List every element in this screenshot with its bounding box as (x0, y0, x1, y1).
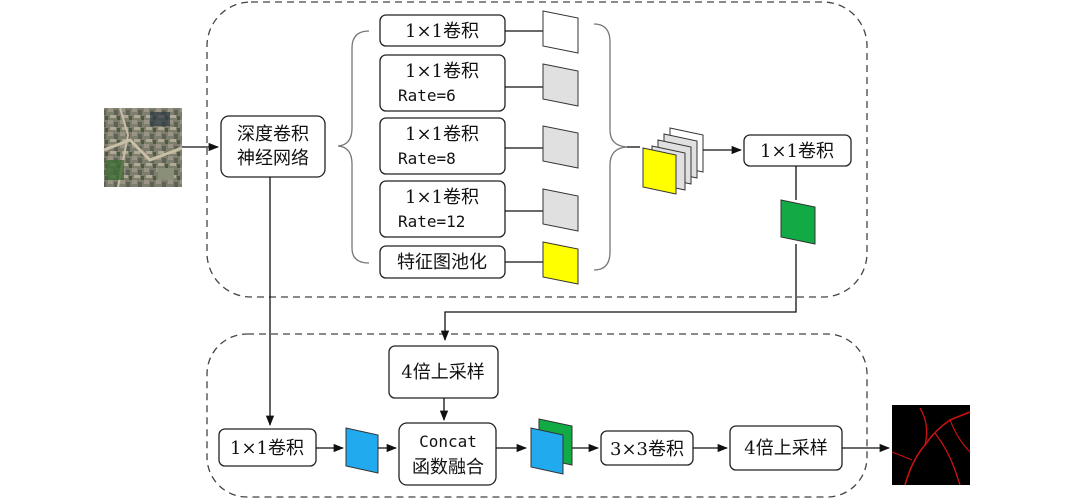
backbone-label-line1: 深度卷积 (237, 124, 309, 145)
concat-label-line2: 函数融合 (412, 457, 484, 478)
branch2-feature-map (542, 63, 579, 107)
merged-feature-maps (530, 418, 573, 475)
output-segmentation-image (891, 405, 971, 486)
branch-rate8-label-line1: 1×1卷积 (405, 124, 479, 145)
lowlevel-conv1x1-label: 1×1卷积 (230, 438, 304, 459)
branch-conv1x1-label: 1×1卷积 (405, 21, 479, 42)
branch-right-brace (593, 23, 628, 271)
final-upsample-label: 4倍上采样 (744, 438, 827, 459)
branch-rate12-label-line2: Rate=12 (398, 212, 465, 231)
branch-rate6-label-line1: 1×1卷积 (405, 61, 479, 82)
fuse-conv1x1-label: 1×1卷积 (760, 141, 834, 162)
branch5-feature-map (542, 241, 579, 285)
encoder-group-outline (206, 1, 868, 298)
branch-rate6-box (379, 54, 506, 112)
branch-left-brace (337, 30, 370, 264)
fuse-conv1x1-box (743, 134, 852, 167)
decoder-upsample-label: 4倍上采样 (401, 362, 484, 383)
decoder-group-outline (206, 333, 868, 498)
branch-pooling-label: 特征图池化 (397, 252, 487, 273)
concatenated-feature-stack (642, 127, 704, 195)
encoder-to-decoder-arrow (440, 244, 797, 342)
concat-box (398, 422, 497, 486)
branch-rate8-label-line2: Rate=8 (398, 149, 456, 168)
branch-rate8-box (379, 117, 506, 175)
branch-rate12-box (379, 180, 506, 238)
branch-rate12-label-line1: 1×1卷积 (405, 187, 479, 208)
branch1-feature-map (542, 10, 579, 54)
branch-rate6-label-line2: Rate=6 (398, 86, 456, 105)
lowlevel-feature-map (345, 427, 379, 474)
concat-label-line1: Concat (419, 432, 477, 451)
branch3-feature-map (542, 125, 579, 169)
conv3x3-label: 3×3卷积 (610, 439, 684, 460)
backbone-box (220, 115, 326, 178)
encoder-output-feature-map (780, 199, 816, 245)
backbone-label-line2: 神经网络 (237, 148, 309, 169)
input-aerial-image (103, 107, 183, 188)
branch4-feature-map (542, 188, 579, 232)
